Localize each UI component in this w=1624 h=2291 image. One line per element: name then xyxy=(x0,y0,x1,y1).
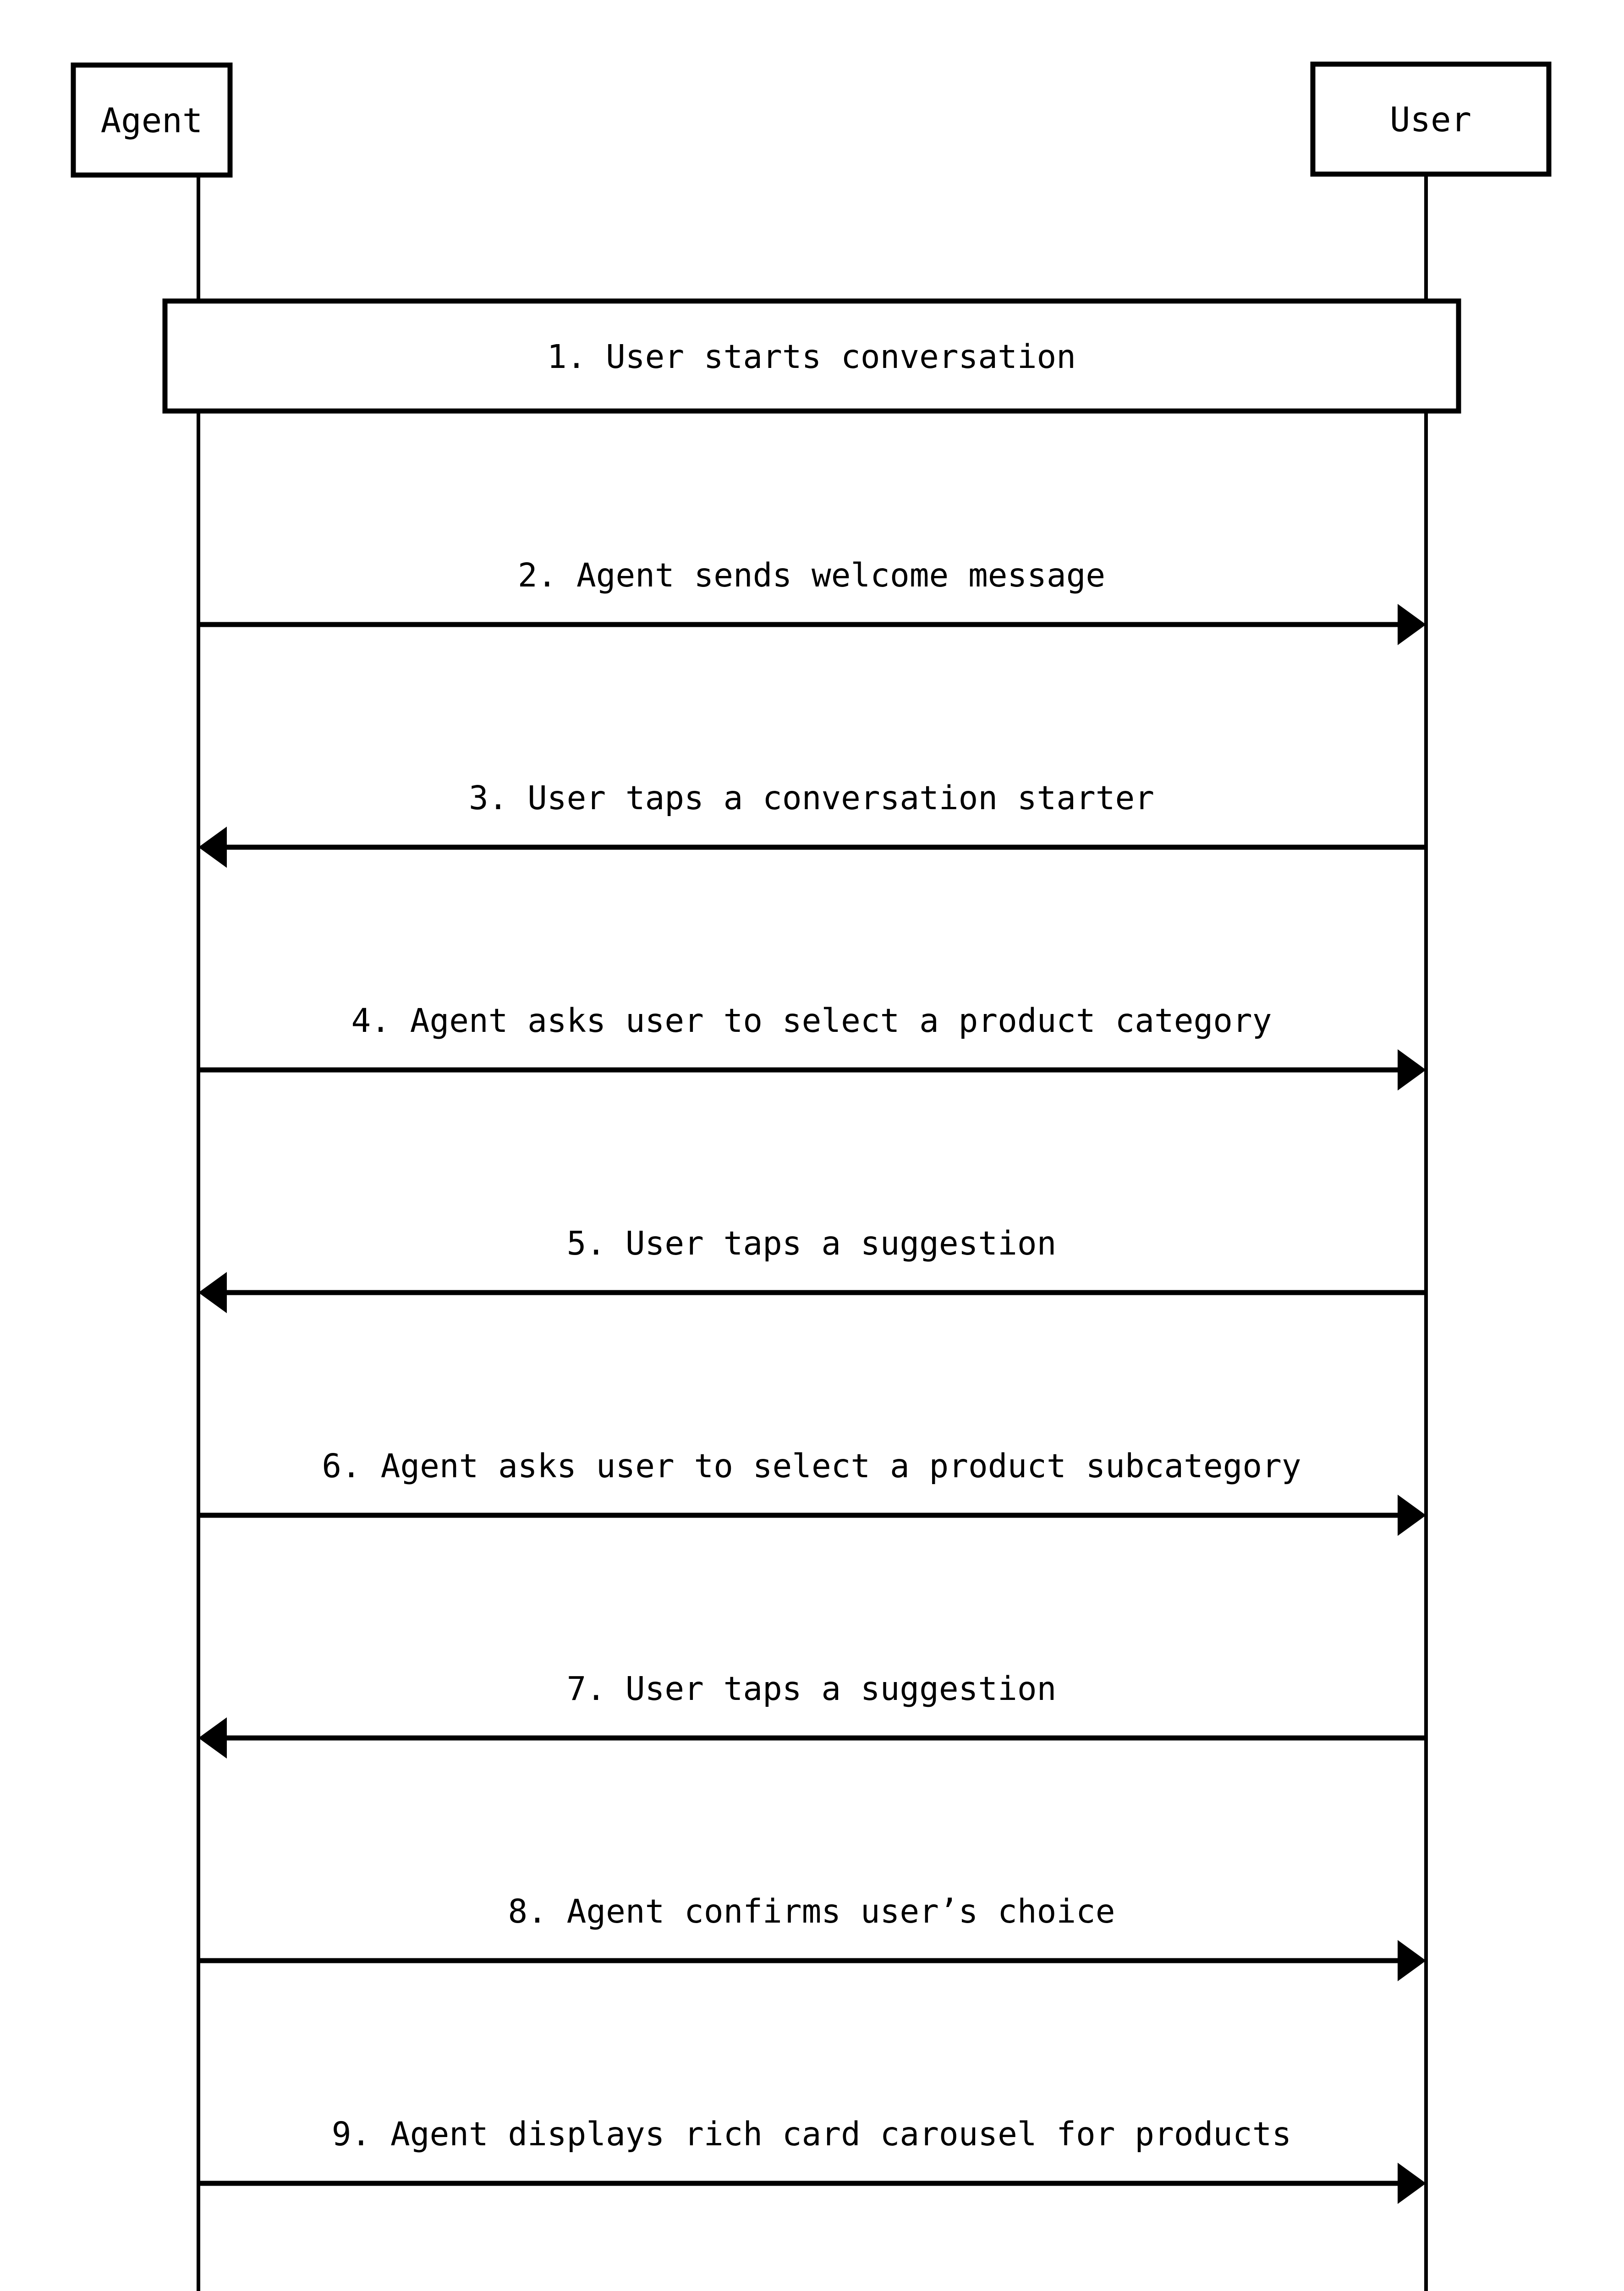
message-4[interactable]: 4. Agent asks user to select a product c… xyxy=(198,1002,1426,1091)
message-6-label: 6. Agent asks user to select a product s… xyxy=(322,1447,1301,1485)
message-9[interactable]: 9. Agent displays rich card carousel for… xyxy=(198,2115,1426,2204)
message-2-arrowhead-right xyxy=(1398,604,1426,645)
participant-label-user-top: User xyxy=(1390,100,1471,140)
message-5[interactable]: 5. User taps a suggestion xyxy=(198,1224,1426,1313)
message-3-arrowhead-left xyxy=(198,827,227,868)
message-3[interactable]: 3. User taps a conversation starter xyxy=(198,779,1426,868)
participant-box-user-top[interactable] xyxy=(1310,61,1552,177)
participant-agent-top[interactable]: Agent xyxy=(71,62,233,178)
message-2-label: 2. Agent sends welcome message xyxy=(518,556,1105,594)
message-7[interactable]: 7. User taps a suggestion xyxy=(198,1670,1426,1759)
message-2[interactable]: 2. Agent sends welcome message xyxy=(198,556,1426,645)
note-box[interactable] xyxy=(162,298,1461,414)
message-6-arrowhead-right xyxy=(1398,1495,1426,1536)
participant-box-agent-top[interactable] xyxy=(71,62,233,178)
participant-user-top[interactable]: User xyxy=(1310,61,1552,177)
message-9-label: 9. Agent displays rich card carousel for… xyxy=(332,2115,1292,2153)
note-user-starts-conversation[interactable]: 1. User starts conversation xyxy=(162,298,1461,414)
message-8-arrowhead-right xyxy=(1398,1940,1426,1981)
message-9-arrowhead-right xyxy=(1398,2163,1426,2204)
participant-label-agent-top: Agent xyxy=(101,101,203,141)
note-label: 1. User starts conversation xyxy=(547,338,1076,376)
message-8[interactable]: 8. Agent confirms user’s choice xyxy=(198,1892,1426,1981)
message-7-label: 7. User taps a suggestion xyxy=(567,1670,1057,1708)
message-3-label: 3. User taps a conversation starter xyxy=(469,779,1154,817)
message-4-label: 4. Agent asks user to select a product c… xyxy=(351,1002,1272,1040)
message-4-arrowhead-right xyxy=(1398,1049,1426,1091)
message-5-arrowhead-left xyxy=(198,1272,227,1313)
message-8-label: 8. Agent confirms user’s choice xyxy=(508,1892,1115,1930)
message-5-label: 5. User taps a suggestion xyxy=(567,1224,1057,1262)
message-7-arrowhead-left xyxy=(198,1717,227,1759)
message-6[interactable]: 6. Agent asks user to select a product s… xyxy=(198,1447,1426,1536)
